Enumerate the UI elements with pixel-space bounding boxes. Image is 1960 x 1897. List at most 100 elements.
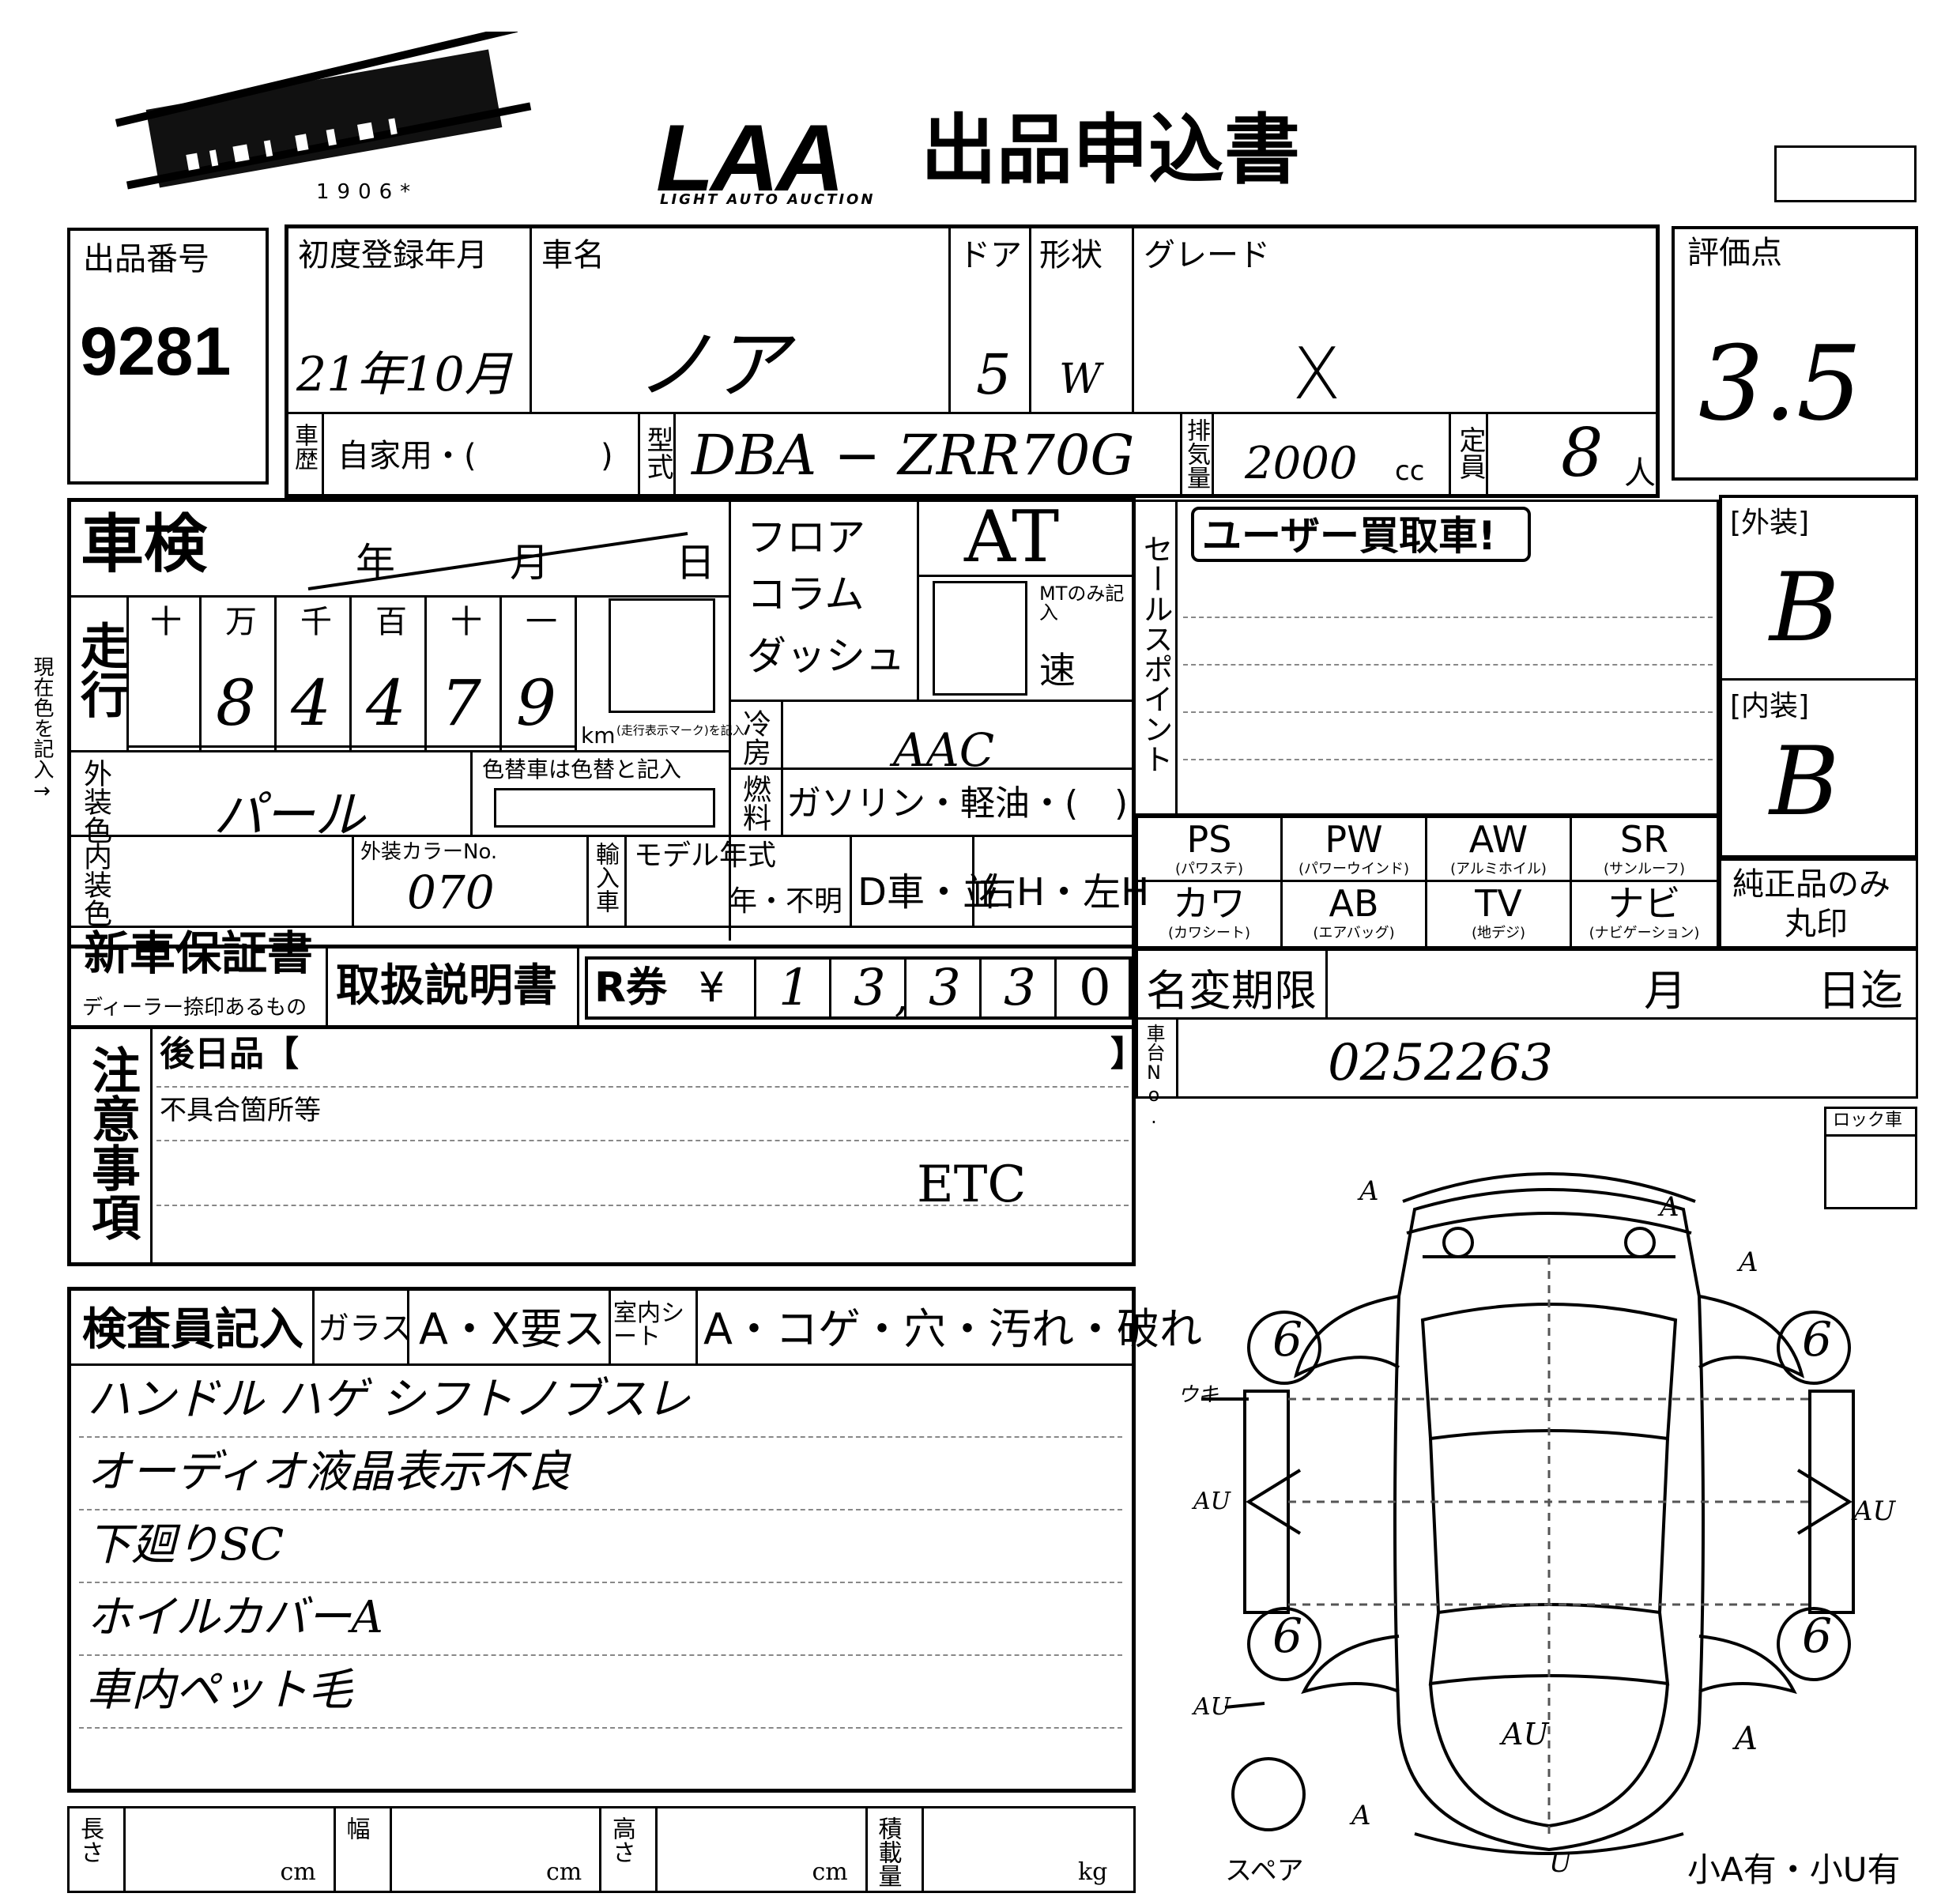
logo-subtitle: LIGHT AUTO AUCTION bbox=[660, 191, 876, 208]
odometer-place-label: 万 bbox=[225, 604, 257, 640]
seat-value: A・コゲ・穴・汚れ・破れ bbox=[703, 1304, 1202, 1354]
recycle-digit-value: 3 bbox=[854, 959, 886, 1017]
yen-sign: ¥ bbox=[699, 964, 726, 1012]
odometer-digit-value: 7 bbox=[441, 666, 481, 740]
odometer-digit: 十 bbox=[126, 597, 202, 750]
side-note: 現在色を記入→ bbox=[30, 656, 54, 803]
transfer-label: 名変期限 bbox=[1146, 966, 1317, 1016]
lot-number: 9281 bbox=[80, 314, 232, 390]
glass-label: ガラス bbox=[318, 1311, 413, 1347]
exterior-grade-value: B bbox=[1770, 553, 1840, 663]
capacity-unit: 人 bbox=[1624, 455, 1656, 492]
model-year-label: モデル年式 bbox=[634, 839, 777, 872]
odometer-digit-value: 4 bbox=[291, 666, 331, 740]
transfer-month: 月 bbox=[1644, 966, 1687, 1016]
mt-note: MTのみ記入 bbox=[1039, 583, 1125, 624]
equipment-1: PS(パワステ) bbox=[1138, 818, 1283, 882]
manual-label: 取扱説明書 bbox=[336, 960, 557, 1012]
door-label: ドア bbox=[959, 237, 1022, 273]
repaint-box bbox=[494, 788, 715, 828]
transfer-day: 日迄 bbox=[1818, 966, 1903, 1016]
car-name-label: 車名 bbox=[541, 237, 605, 273]
lot-number-box: 出品番号 9281 bbox=[67, 228, 269, 485]
equipment-8: ナビ(ナビゲーション) bbox=[1572, 882, 1717, 946]
dimension-unit: cm bbox=[812, 1858, 848, 1886]
barcode-number: 1906* bbox=[316, 180, 419, 204]
glass-value: A・X要ス bbox=[419, 1304, 605, 1354]
equipment-3: AW(アルミホイル) bbox=[1427, 818, 1572, 882]
tire-tread-value: 6 bbox=[1272, 1312, 1303, 1367]
tire-tread-value: 6 bbox=[1802, 1608, 1833, 1664]
equipment-6: AB(エアバッグ) bbox=[1283, 882, 1427, 946]
fuel-close: ) bbox=[1114, 783, 1129, 824]
shaken-strike bbox=[307, 532, 688, 590]
handle-option: 右H・左H bbox=[978, 870, 1150, 915]
inspector-comment: 車内ペット毛 bbox=[87, 1665, 352, 1716]
equipment-7: TV(地デジ) bbox=[1427, 882, 1572, 946]
mt-box bbox=[933, 581, 1027, 696]
repaint-note: 色替車は色替と記入 bbox=[482, 756, 682, 783]
mark-door-left: AU bbox=[1193, 1488, 1231, 1515]
mark-door-right: AU bbox=[1853, 1495, 1896, 1527]
odometer-digit-value: 8 bbox=[216, 666, 256, 740]
warranty-note: ディーラー捺印あるもの bbox=[82, 996, 307, 1020]
odometer-place-label: 百 bbox=[375, 604, 407, 640]
model-value: DBA − ZRR70G bbox=[692, 423, 1135, 488]
dimension-unit: cm bbox=[546, 1858, 582, 1886]
exterior-color-value: パール bbox=[213, 786, 365, 845]
equipment-name: (地デジ) bbox=[1471, 925, 1526, 941]
shape-label: 形状 bbox=[1039, 237, 1102, 273]
first-reg-value: 21年10月 bbox=[296, 347, 512, 402]
mark-fender-right: A bbox=[1739, 1246, 1758, 1278]
inspector-comment: ハンドル ハゲ シフトノブスレ bbox=[87, 1374, 691, 1425]
inspector-comment: オーディオ液晶表示不良 bbox=[87, 1446, 571, 1498]
fuel-value: ガソリン・軽油・( bbox=[786, 783, 1079, 824]
sales-badge: ユーザー買取車! bbox=[1191, 507, 1531, 562]
inspector-comment: ホイルカバーA bbox=[87, 1592, 383, 1643]
mark-front-left: A bbox=[1359, 1175, 1379, 1207]
later-items-label: 後日品【 bbox=[160, 1034, 299, 1074]
chassis-label: 車台No. bbox=[1143, 1024, 1165, 1128]
equipment-2: PW(パワーウインド) bbox=[1283, 818, 1427, 882]
sales-box: セールスポイント ユーザー買取車! bbox=[1136, 500, 1719, 818]
equipment-name: (サンルーフ) bbox=[1604, 861, 1685, 877]
mileage-note: (走行表示マーク)を記入 bbox=[616, 723, 744, 737]
recycle-digit-value: 0 bbox=[1079, 959, 1111, 1017]
recycle-digit: 1 bbox=[754, 960, 829, 1016]
car-name-value: ノア bbox=[636, 321, 788, 409]
mileage-mark-box bbox=[609, 598, 715, 713]
history-close: ) bbox=[601, 438, 613, 474]
dimension-unit: cm bbox=[280, 1858, 316, 1886]
interior-grade-value: B bbox=[1770, 727, 1840, 837]
odometer-digit-value: 9 bbox=[516, 666, 556, 740]
lot-number-label: 出品番号 bbox=[83, 241, 209, 277]
genuine-line1: 純正品のみ bbox=[1732, 866, 1890, 903]
recycle-digit-value: 1 bbox=[778, 959, 811, 1017]
equipment-box: PS(パワステ)PW(パワーウインド)AW(アルミホイル)SR(サンルーフ)カワ… bbox=[1136, 816, 1719, 948]
interior-color-label: 内装色 bbox=[79, 842, 111, 927]
recycle-digit: 3 bbox=[829, 960, 904, 1016]
chassis-value: 0252263 bbox=[1328, 1034, 1554, 1092]
ac-value: AAC bbox=[893, 723, 995, 777]
equipment-abbr: カワ bbox=[1173, 882, 1246, 925]
lock-label: ロック車 bbox=[1833, 1111, 1903, 1130]
mileage-unit: km bbox=[581, 722, 616, 749]
recycle-label: R券 bbox=[594, 964, 668, 1012]
shift-floor: フロア bbox=[747, 515, 865, 560]
equipment-name: (パワーウインド) bbox=[1298, 861, 1410, 877]
mileage-label: 走行 bbox=[72, 620, 130, 718]
dealer-option: D車・並 bbox=[858, 870, 1001, 915]
displacement-value: 2000 bbox=[1245, 438, 1358, 489]
tire-tread-value: 6 bbox=[1272, 1608, 1303, 1664]
